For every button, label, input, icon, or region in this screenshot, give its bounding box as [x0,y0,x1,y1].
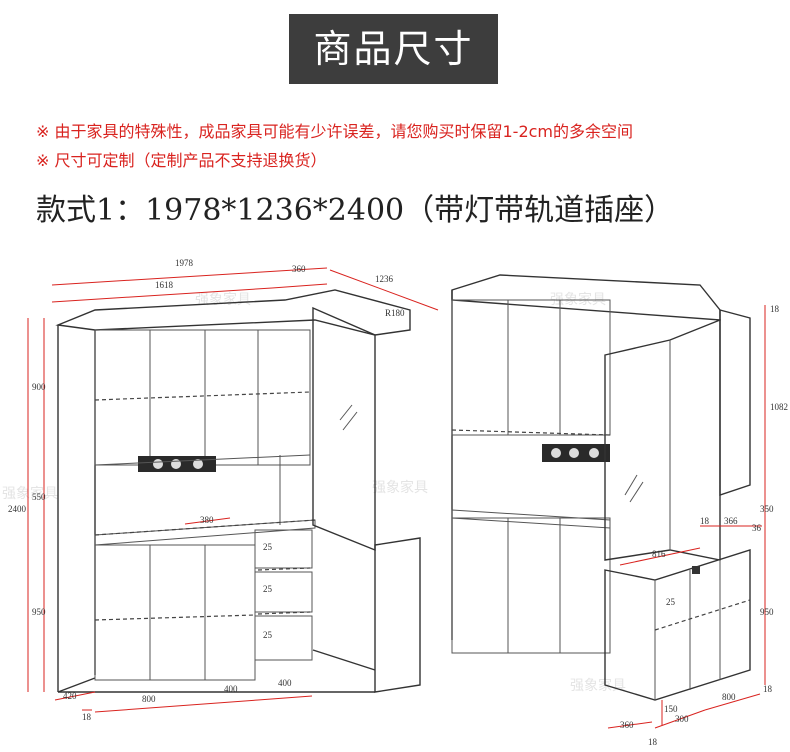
dim-depth-base: 420 [63,691,77,701]
dim-width-total: 1978 [175,258,194,268]
disclaimer-note: ※ 由于家具的特殊性，成品家具可能有少许误差，请您购买时保留1-2cm的多余空间 [36,122,634,141]
right-dimensions [607,305,766,729]
dim-base-thickness: 18 [82,712,92,722]
page-title: 商品尺寸 [289,14,498,84]
dim-mid-3: 36 [752,523,762,533]
watermark: 强象家具 [2,485,58,502]
dim-bottom-300: 300 [675,714,689,724]
dim-height-bottom: 950 [32,607,46,617]
dim-mid-2: 366 [724,516,738,526]
dim-sink-25: 25 [666,597,676,607]
dim-height-top: 900 [32,382,46,392]
dim-width-side: 360 [292,264,306,274]
left-cabinet-view [55,289,421,693]
dim-height-total: 2400 [8,504,27,514]
dim-width-main: 1618 [155,280,174,290]
right-dimension-labels: 18 1082 350 950 18 18 366 36 816 360 300… [620,304,788,747]
dim-height-mid: 550 [32,492,46,502]
dim-radius: R180 [385,308,405,318]
dim-side-3: 18 [763,684,773,694]
custom-size-note: ※ 尺寸可定制（定制产品不支持退换货） [36,151,327,170]
dim-drawer-2: 25 [263,584,273,594]
watermark: 强象家具 [195,291,251,308]
dim-w-bottom-3: 400 [278,678,292,688]
dim-top-2: 1082 [770,402,788,412]
dim-plinth-150: 150 [664,704,678,714]
dim-depth: 1236 [375,274,394,284]
dim-w-bottom-1: 800 [142,694,156,704]
dim-side-1: 350 [760,504,774,514]
dim-top-1: 18 [770,304,780,314]
watermark: 强象家具 [372,479,428,496]
dim-plinth-18: 18 [648,737,658,747]
dim-depth-816: 816 [652,549,666,559]
dim-bottom-360: 360 [620,720,634,730]
right-cabinet-view [451,274,751,701]
cabinet-drawing: 强象家具 强象家具 强象家具 强象家具 强象家具 [2,258,788,747]
dim-inner-depth: 380 [200,515,214,525]
watermark: 强象家具 [570,677,626,694]
left-dimension-labels: 1978 1618 360 1236 R180 2400 900 550 950… [8,258,405,722]
dim-mid-1: 18 [700,516,710,526]
model-spec: 款式1：1978*1236*2400（带灯带轨道插座） [36,193,675,228]
dim-drawer-1: 25 [263,542,273,552]
left-dimensions [27,267,439,713]
dim-side-2: 950 [760,607,774,617]
dim-bottom-800: 800 [722,692,736,702]
dim-w-bottom-2: 400 [224,684,238,694]
dim-drawer-3: 25 [263,630,273,640]
